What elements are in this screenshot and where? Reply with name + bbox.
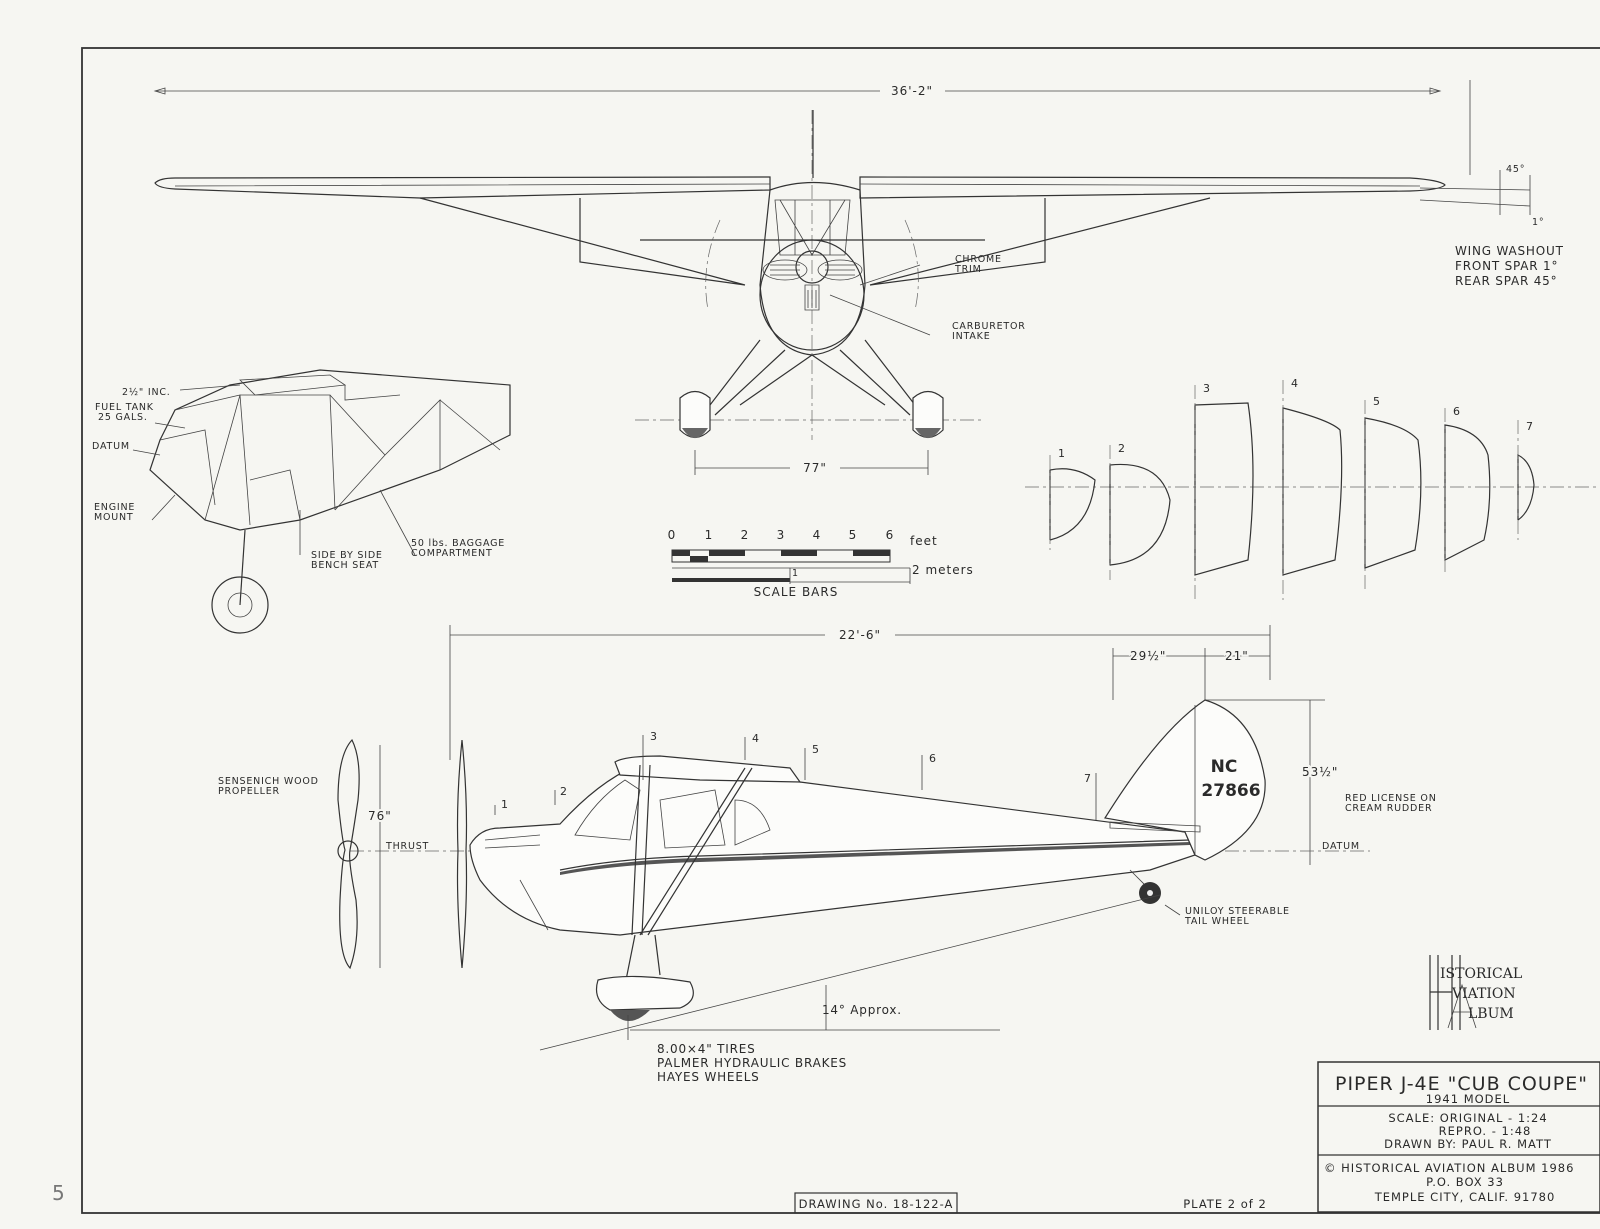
plate-number: PLATE 2 of 2 [1183,1197,1267,1211]
station-5: 5 [812,743,819,756]
bench-seat-label-2: BENCH SEAT [311,560,379,571]
scale-bars: 0 1 2 3 4 5 6 feet 1 2 meters SCALE BARS [668,528,974,599]
scale-tick-5: 5 [849,528,858,542]
title-block-city: TEMPLE CITY, CALIF. 91780 [1374,1190,1556,1204]
license-note-2: CREAM RUDDER [1345,803,1432,814]
station-3: 3 [650,730,657,743]
propeller-label-1: SENSENICH WOOD [218,776,319,787]
station-4: 4 [752,732,759,745]
section-label-7: 7 [1526,420,1533,433]
footer: DRAWING No. 18-122-A PLATE 2 of 2 5 [52,1181,1267,1214]
tire-note-3: HAYES WHEELS [657,1070,760,1084]
station-1: 1 [501,798,508,811]
side-datum-label: DATUM [1322,841,1360,852]
scale-tick-1: 1 [705,528,714,542]
washout-angle-top: 45° [1506,164,1525,175]
section-label-5: 5 [1373,395,1380,408]
title-block-model: 1941 MODEL [1426,1092,1510,1106]
logo-line-1: ISTORICAL [1440,966,1522,982]
registration-prefix: NC [1211,757,1238,777]
wing-washout-line-1: WING WASHOUT [1455,244,1564,258]
scale-feet-unit: feet [910,534,938,548]
fuel-tank-label-2: 25 GALS. [98,412,148,423]
title-block-po-box: P.O. BOX 33 [1426,1175,1504,1189]
wing-washout-line-3: REAR SPAR 45° [1455,274,1557,288]
logo-line-3: LBUM [1468,1006,1514,1022]
carburetor-label-2: INTAKE [952,331,991,342]
section-label-2: 2 [1118,442,1125,455]
scale-tick-3: 3 [777,528,786,542]
baggage-label-2: COMPARTMENT [411,548,493,559]
section-label-6: 6 [1453,405,1460,418]
carburetor-label-1: CARBURETOR [952,321,1026,332]
washout-angle-bottom: 1° [1532,217,1544,228]
engine-mount-label-1: ENGINE [94,502,135,513]
title-block-scale-original: SCALE: ORIGINAL - 1:24 [1388,1111,1547,1125]
scale-bars-title: SCALE BARS [754,585,839,599]
ground-angle: 14° Approx. [822,1003,902,1017]
license-note-1: RED LICENSE ON [1345,793,1437,804]
historical-aviation-album-logo: ISTORICAL VIATION LBUM [1429,955,1522,1030]
thrust-label: THRUST [385,841,429,852]
drawing-number: DRAWING No. 18-122-A [799,1197,954,1211]
scale-tick-2: 2 [741,528,750,542]
scale-tick-4: 4 [813,528,822,542]
station-7: 7 [1084,772,1091,785]
scale-tick-0: 0 [668,528,677,542]
tail-dimension-a: 29½" [1130,649,1166,663]
station-6: 6 [929,752,936,765]
chrome-trim-label-2: TRIM [954,264,982,275]
side-view: 22'-6" 29½" 21" 53½" DATUM THRUST 76" SE… [218,625,1437,1084]
propeller-diameter: 76" [368,809,392,823]
length-dimension: 22'-6" [839,628,881,642]
title-block: PIPER J-4E "CUB COUPE" 1941 MODEL SCALE:… [1317,1061,1600,1213]
section-label-3: 3 [1203,382,1210,395]
tail-dimension-b: 21" [1225,649,1249,663]
title-block-title: PIPER J-4E "CUB COUPE" [1335,1073,1588,1095]
chrome-trim-label-1: CHROME [955,254,1002,265]
tire-note-2: PALMER HYDRAULIC BRAKES [657,1056,847,1070]
logo-line-2: VIATION [1451,986,1516,1002]
propeller-label-2: PROPELLER [218,786,280,797]
scale-meters-tick: 1 [792,568,799,579]
tail-wheel-label-2: TAIL WHEEL [1184,916,1250,927]
fuel-tank-label-1: FUEL TANK [95,402,154,413]
registration-number: 27866 [1201,781,1260,801]
margin-mark: 5 [52,1181,65,1205]
scale-tick-6: 6 [886,528,895,542]
title-block-drawn-by: DRAWN BY: PAUL R. MATT [1384,1137,1552,1151]
track-dimension: 77" [803,461,827,475]
baggage-label-1: 50 lbs. BAGGAGE [411,538,505,549]
incidence-label: 2½" INC. [122,387,171,398]
tail-wheel-label-1: UNILOY STEERABLE [1185,906,1290,917]
wing-washout-line-2: FRONT SPAR 1° [1455,259,1558,273]
engine-mount-label-2: MOUNT [94,512,134,523]
tire-note-1: 8.00×4" TIRES [657,1042,756,1056]
cutaway-view: 2½" INC. FUEL TANK 25 GALS. DATUM ENGINE… [92,369,511,634]
span-dimension: 36'-2" [891,84,933,98]
scale-meters-unit: 2 meters [912,563,974,577]
bench-seat-label-1: SIDE BY SIDE [311,550,383,561]
height-dimension: 53½" [1302,765,1338,779]
station-2: 2 [560,785,567,798]
cross-sections: 1 2 3 4 5 6 7 [1025,377,1600,600]
title-block-copyright: © HISTORICAL AVIATION ALBUM 1986 [1324,1161,1574,1175]
top-view: 36'-2" 45° 1° CHROME TRIM C [153,80,1564,475]
cutaway-datum-label: DATUM [92,441,130,452]
section-label-1: 1 [1058,447,1065,460]
section-label-4: 4 [1291,377,1298,390]
title-block-scale-repro: REPRO. - 1:48 [1439,1124,1532,1138]
